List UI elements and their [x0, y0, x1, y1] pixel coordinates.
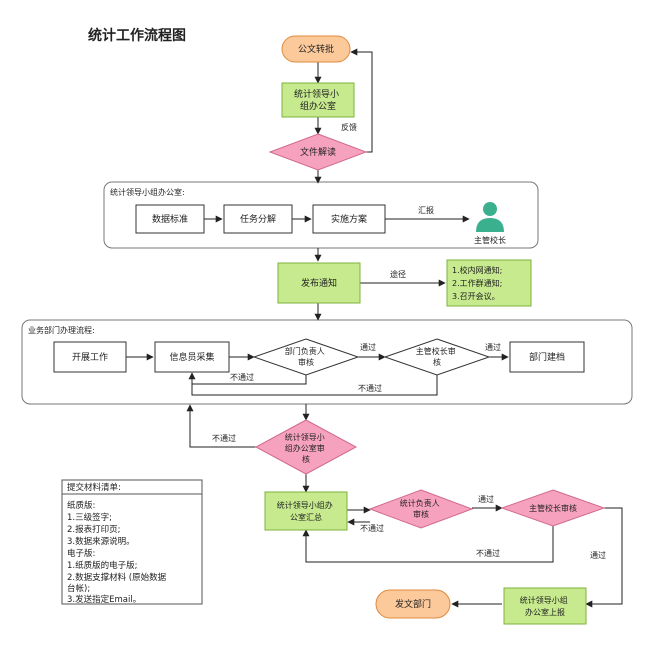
- channels-node: [446, 259, 532, 307]
- label-report-up: 汇报: [418, 205, 434, 215]
- dept-review-diamond: [252, 338, 360, 376]
- stat-review-label: 统计负责人 审核: [400, 498, 443, 519]
- label-fail-3: 不通过: [212, 433, 236, 443]
- office-node: [281, 82, 355, 118]
- start-work-box: [53, 341, 127, 373]
- materials-title: 提交材料清单:: [67, 482, 121, 493]
- label-feedback: 反馈: [341, 122, 357, 132]
- dept-archive-box: [509, 341, 585, 373]
- collect-label: 信息员采集: [169, 351, 214, 363]
- dept-review-label: 部门负责人 审核: [285, 346, 328, 367]
- office-container-label: 统计领导小组办公室:: [110, 187, 185, 197]
- principal-review-final-label: 主管校长审核: [529, 503, 577, 513]
- connectors: [126, 48, 623, 608]
- data-standard-box: [135, 204, 205, 234]
- collect-box: [154, 341, 230, 373]
- start-work-label: 开展工作: [72, 351, 108, 363]
- principal-review-final-diamond: [500, 489, 606, 527]
- label-pass-3: 通过: [478, 494, 494, 504]
- start-node: [281, 35, 351, 63]
- principal-label: 主管校长: [474, 235, 506, 245]
- dept-container-label: 业务部门办理流程:: [28, 325, 95, 335]
- report-label: 统计领导小组 办公室上报: [520, 595, 571, 617]
- principal-review-dept-label: 主管校长审 核: [416, 346, 459, 367]
- label-route: 途径: [390, 269, 406, 279]
- edge-deptreview-fail: [188, 372, 307, 385]
- channels-label: 1.校内网通知; 2.工作群通知; 3.召开会议。: [452, 265, 505, 301]
- label-pass-4: 通过: [590, 550, 606, 560]
- edge-labels: 反馈 汇报 途径 通过 通过 不通过 不通过 不通过 通过 不通过 不通过 通过: [212, 122, 606, 560]
- materials-lines: 纸质版: 1.三级签字; 2.报表打印页; 3.数据来源说明。 电子版: 1.纸…: [67, 500, 169, 605]
- principal-person-icon: [476, 202, 504, 232]
- materials-box: [61, 479, 203, 605]
- label-fail-2: 不通过: [358, 383, 382, 393]
- office-summary-node: [264, 491, 348, 531]
- dept-archive-label: 部门建档: [529, 351, 565, 363]
- principal-review-dept-diamond: [383, 338, 491, 376]
- plan-box: [312, 204, 386, 234]
- edge-principal-fail: [191, 375, 438, 396]
- stat-review-diamond: [368, 489, 474, 529]
- office-review-diamond: [254, 419, 358, 475]
- end-label: 发文部门: [395, 598, 431, 610]
- edge-officereview-fail: [186, 404, 258, 448]
- office-review-label: 统计领导小 组办公室审 核: [285, 432, 328, 464]
- plan-label: 实施方案: [331, 213, 367, 225]
- interpret-label: 文件解读: [300, 146, 336, 158]
- diagram-title: 统计工作流程图: [88, 27, 186, 44]
- interpret-diamond: [268, 133, 368, 171]
- start-node-label: 公文转批: [298, 43, 334, 55]
- label-fail-1: 不通过: [230, 372, 254, 382]
- task-split-box: [223, 204, 293, 234]
- label-pass-1: 通过: [360, 342, 376, 352]
- report-node: [503, 587, 587, 625]
- task-split-label: 任务分解: [240, 213, 276, 225]
- end-node: [375, 589, 451, 619]
- label-pass-2: 通过: [485, 342, 501, 352]
- label-fail-4: 不通过: [360, 523, 384, 533]
- edge-principal-report: [585, 507, 623, 608]
- publish-node: [277, 262, 361, 304]
- data-standard-label: 数据标准: [152, 213, 188, 225]
- edge-principal-fail-final: [302, 526, 554, 563]
- label-fail-5: 不通过: [476, 548, 500, 558]
- publish-label: 发布通知: [301, 277, 337, 289]
- office-summary-label: 统计领导小组办 公室汇总: [277, 500, 336, 522]
- office-node-label: 统计领导小 组办公室: [294, 88, 342, 112]
